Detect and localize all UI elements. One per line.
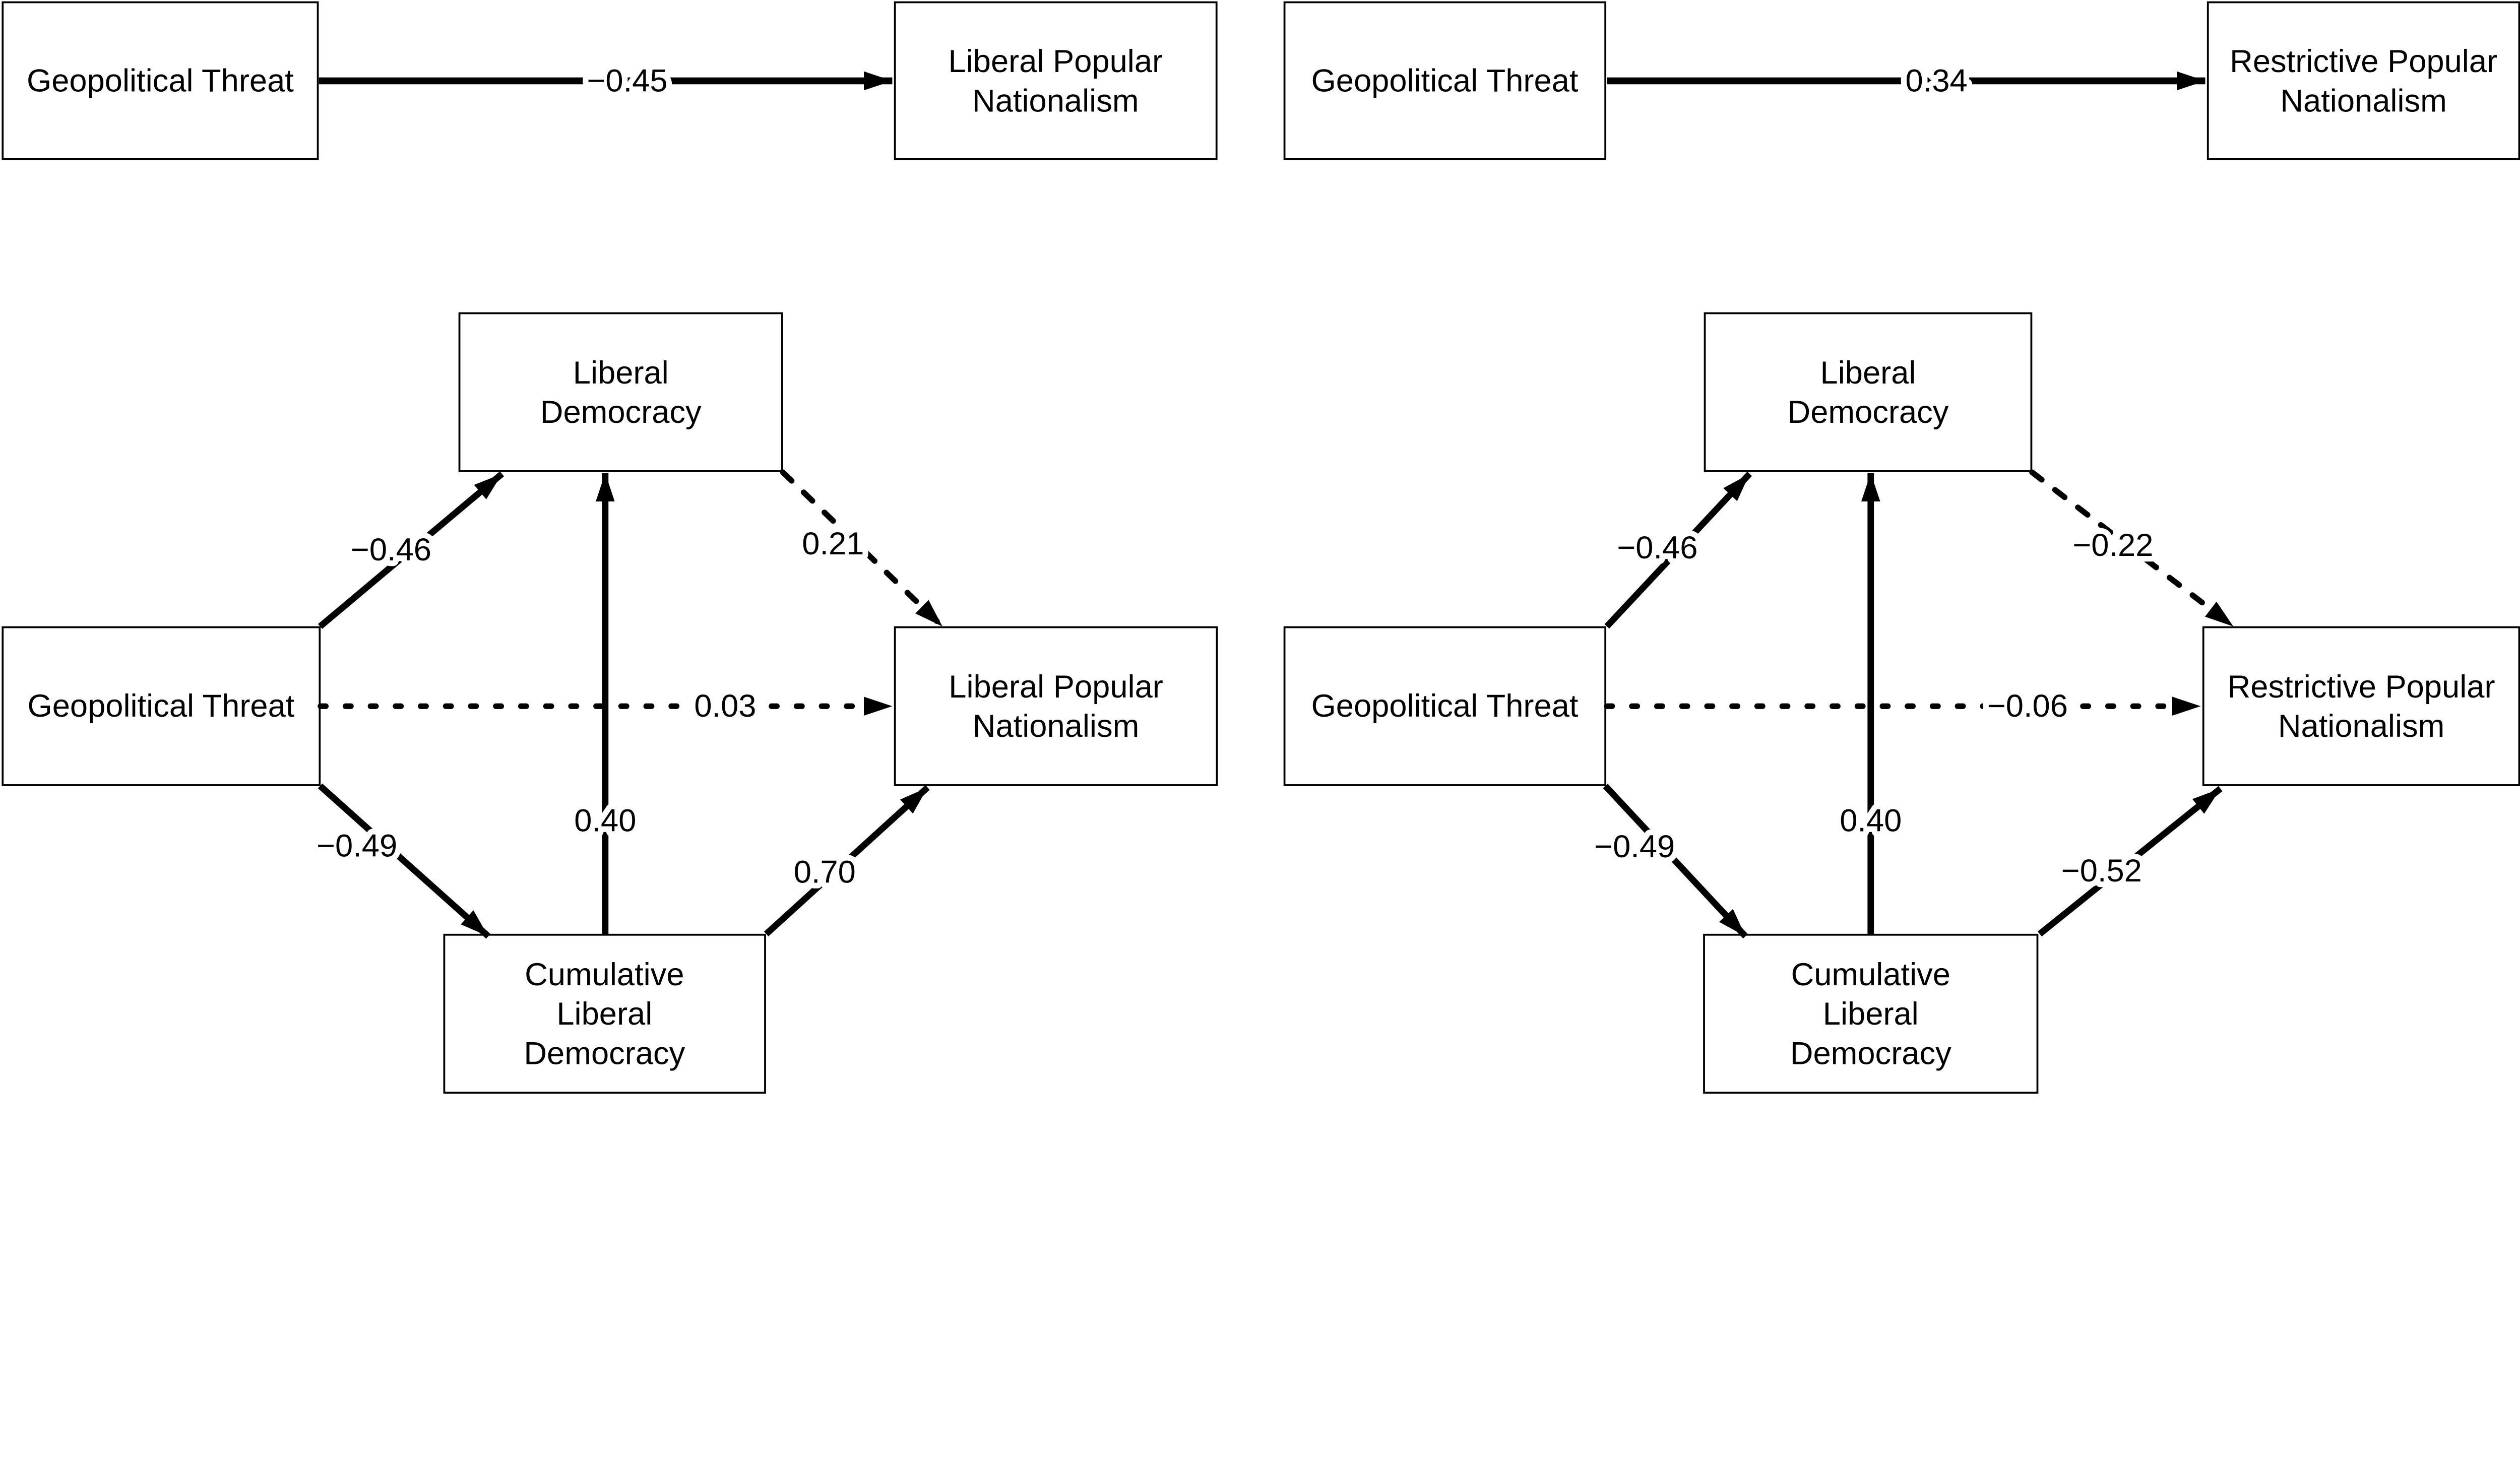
box-label-cumulative-liberal-democracy-line1: Cumulative (525, 957, 684, 992)
box-label-restrictive-popular-nationalism-line2: Nationalism (2280, 83, 2447, 118)
box-geopolitical-threat (1283, 626, 1607, 786)
box-label-liberal-democracy-line2: Democracy (1788, 395, 1949, 430)
arrow-predictor-to-mediator-top (318, 471, 505, 629)
arrow-predictor-to-mediator-top (1604, 471, 1752, 629)
path-analysis-diagram: Geopolitical Threat Liberal Popular Nati… (2, 1, 2520, 1094)
box-label-cumulative-liberal-democracy-line2: Liberal (1823, 996, 1919, 1032)
box-label-liberal-democracy-line1: Liberal (573, 355, 669, 391)
panel-liberal: Geopolitical Threat Liberal Popular Nati… (2, 1, 1218, 1094)
box-label-cumulative-liberal-democracy-line3: Democracy (1790, 1036, 1951, 1071)
coef-total-effect: −0.45 (587, 63, 667, 98)
panel-restrictive: Geopolitical Threat Restrictive Popular … (1283, 1, 2520, 1094)
box-geopolitical-threat (2, 626, 321, 786)
box-label-geopolitical-threat: Geopolitical Threat (1311, 688, 1579, 724)
arrow-mediator-top-to-outcome (2029, 469, 2236, 629)
box-label-geopolitical-threat: Geopolitical Threat (27, 63, 294, 98)
box-geopolitical-threat (1283, 1, 1607, 160)
box-label-geopolitical-threat: Geopolitical Threat (27, 688, 294, 724)
coef-mediator-top-to-outcome: −0.22 (2072, 528, 2153, 563)
box-cumulative-liberal-democracy (1703, 933, 2039, 1094)
box-label-restrictive-popular-nationalism-line1: Restrictive Popular (2228, 669, 2495, 705)
coef-predictor-to-mediator-top: −0.46 (351, 532, 431, 567)
box-label-liberal-democracy-line1: Liberal (1820, 355, 1916, 391)
arrow-predictor-to-mediator-bottom (1603, 784, 1748, 939)
coef-mediator-bottom-to-top: 0.40 (574, 803, 636, 839)
box-label-liberal-popular-nationalism-line1: Liberal Popular (949, 669, 1163, 705)
box-label-cumulative-liberal-democracy-line2: Liberal (556, 996, 652, 1032)
box-label-liberal-popular-nationalism-line2: Nationalism (972, 83, 1139, 118)
coef-mediator-bottom-to-outcome: 0.70 (794, 854, 856, 890)
box-liberal-democracy (458, 312, 783, 472)
box-geopolitical-threat (2, 1, 319, 160)
box-restrictive-popular-nationalism (2202, 626, 2520, 786)
arrow-mediator-top-to-outcome (780, 469, 946, 629)
box-label-liberal-democracy-line2: Democracy (540, 395, 702, 430)
coef-total-effect: 0.34 (1906, 63, 1968, 98)
box-liberal-democracy (1704, 312, 2033, 472)
coef-direct-effect: −0.06 (1987, 688, 2068, 724)
simple-model-restrictive: Geopolitical Threat Restrictive Popular … (1283, 1, 2520, 160)
coef-direct-effect: 0.03 (694, 688, 756, 724)
box-label-restrictive-popular-nationalism-line1: Restrictive Popular (2230, 44, 2497, 79)
mediation-model-liberal: Liberal Democracy Geopolitical Threat Cu… (2, 312, 1218, 1094)
mediation-model-restrictive: Liberal Democracy Geopolitical Threat Cu… (1283, 312, 2520, 1094)
box-label-liberal-popular-nationalism-line1: Liberal Popular (949, 44, 1163, 79)
box-label-restrictive-popular-nationalism-line2: Nationalism (2278, 709, 2445, 744)
box-restrictive-popular-nationalism (2207, 1, 2520, 160)
arrow-predictor-to-mediator-bottom (318, 783, 491, 939)
box-liberal-popular-nationalism (894, 626, 1218, 786)
simple-model-liberal: Geopolitical Threat Liberal Popular Nati… (2, 1, 1218, 160)
coef-predictor-to-mediator-bottom: −0.49 (1594, 829, 1675, 864)
box-label-cumulative-liberal-democracy-line1: Cumulative (1791, 957, 1950, 992)
coef-mediator-bottom-to-outcome: −0.52 (2061, 853, 2142, 889)
coef-mediator-bottom-to-top: 0.40 (1840, 803, 1902, 839)
coef-predictor-to-mediator-bottom: −0.49 (317, 828, 397, 863)
box-label-liberal-popular-nationalism-line2: Nationalism (973, 709, 1140, 744)
box-label-cumulative-liberal-democracy-line3: Democracy (524, 1036, 685, 1071)
arrow-mediator-bottom-to-outcome (2037, 786, 2223, 937)
box-liberal-popular-nationalism (894, 1, 1218, 160)
box-label-geopolitical-threat: Geopolitical Threat (1311, 63, 1579, 98)
coef-mediator-top-to-outcome: 0.21 (802, 526, 864, 561)
arrow-mediator-bottom-to-outcome (764, 785, 930, 936)
coef-predictor-to-mediator-top: −0.46 (1617, 530, 1697, 565)
